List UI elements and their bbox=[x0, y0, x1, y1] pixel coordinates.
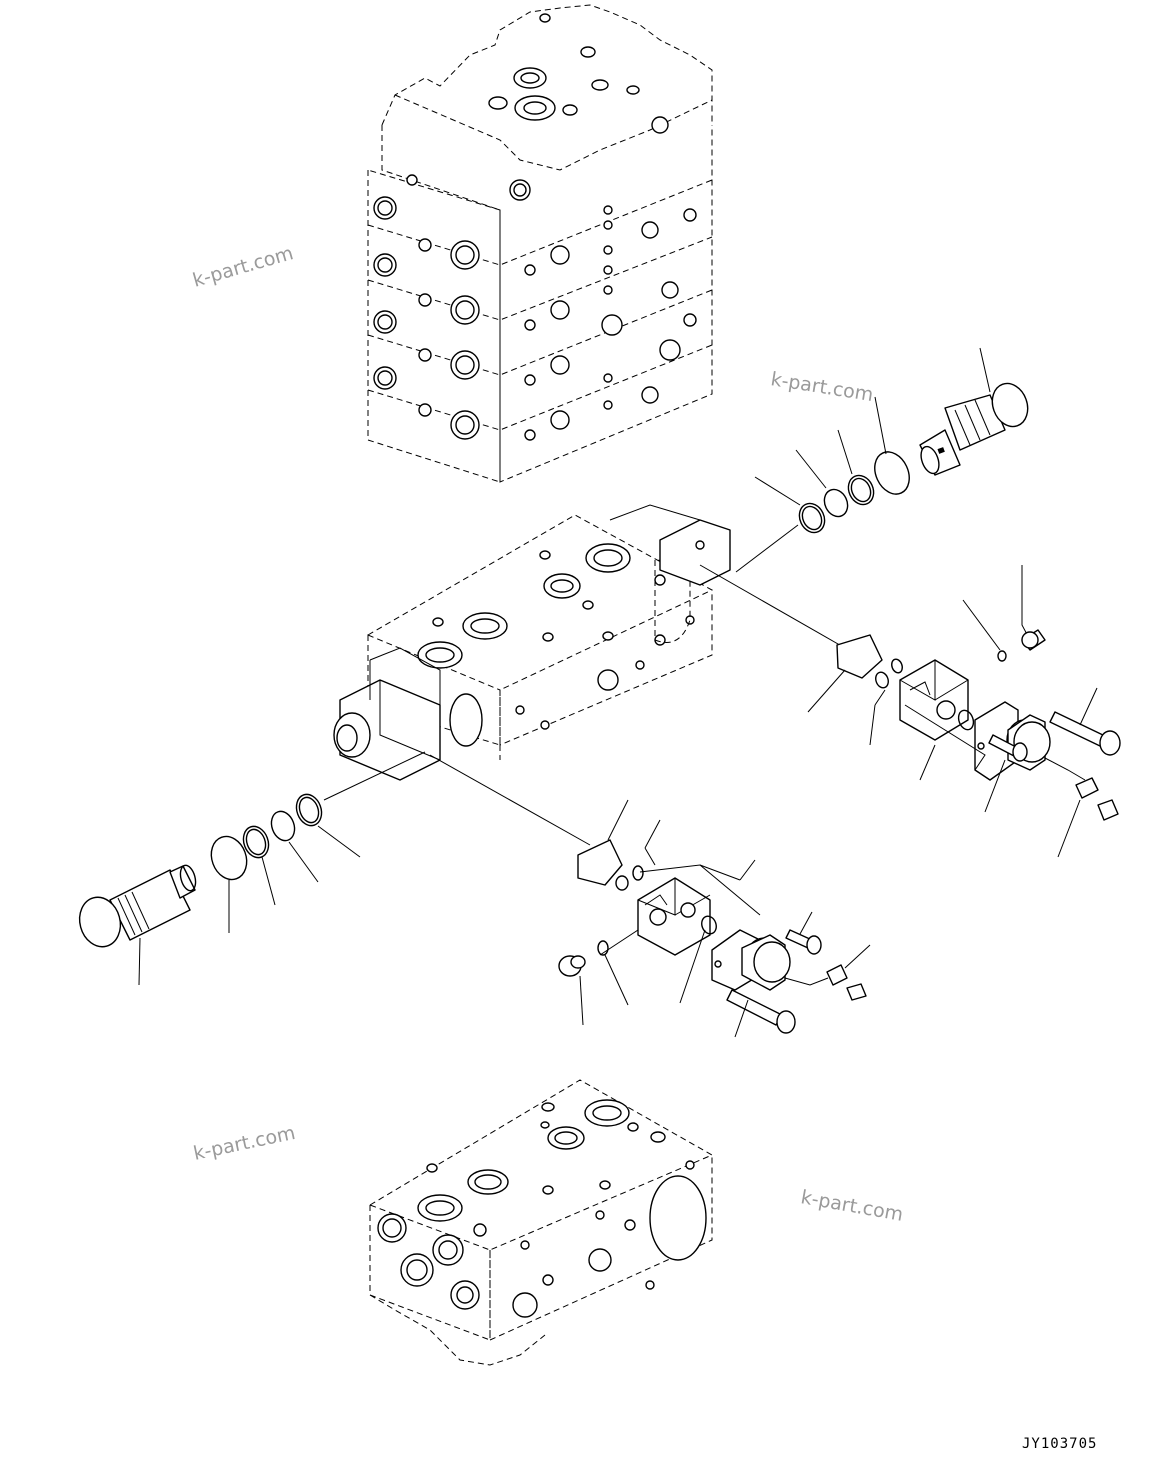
o-rings-upper-right bbox=[735, 396, 910, 573]
relief-valve-left bbox=[78, 864, 197, 986]
o-rings-left bbox=[210, 751, 426, 933]
solenoid-assembly-lower bbox=[429, 754, 871, 1038]
watermark-text: k-part.com bbox=[191, 1122, 297, 1165]
valve-block-bottom bbox=[369, 1079, 714, 1366]
solenoid-assembly-right bbox=[699, 564, 1121, 858]
watermark-text: k-part.com bbox=[769, 368, 875, 406]
stacked-valve-block-top bbox=[367, 4, 713, 483]
valve-section-middle bbox=[333, 504, 731, 781]
drawing-code: JY103705 bbox=[1022, 1436, 1097, 1452]
watermark-text: k-part.com bbox=[799, 1186, 905, 1226]
relief-valve-upper-right bbox=[919, 347, 1029, 476]
watermark-text: k-part.com bbox=[190, 242, 296, 292]
